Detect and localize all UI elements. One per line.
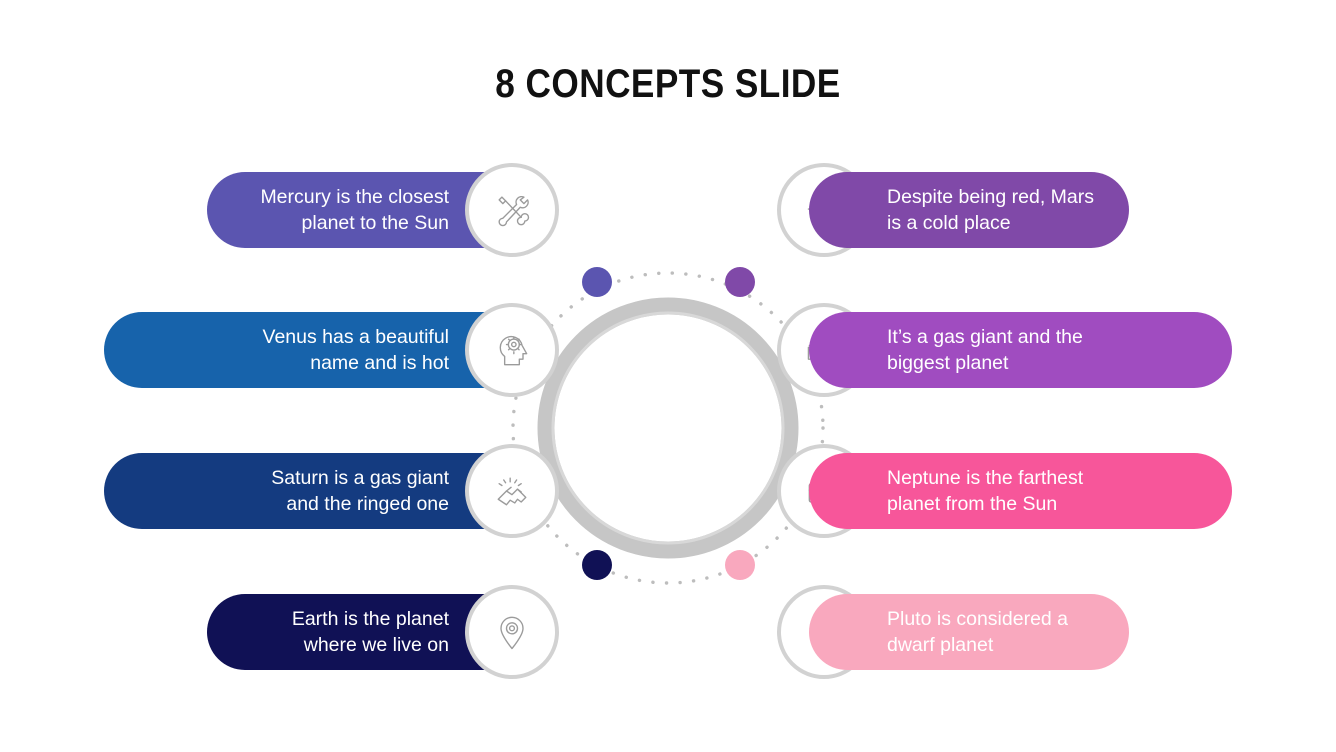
ring-arc-bottom-left xyxy=(537,427,669,559)
concept-pill-jupiter[interactable]: It’s a gas giant and the biggest planet xyxy=(809,312,1232,388)
concept-item-earth[interactable]: Earth is the planet where we live on xyxy=(207,585,559,679)
location-pin-icon xyxy=(500,616,524,650)
ring-highlight-bottom-left xyxy=(551,427,669,545)
center-ring-diagram xyxy=(498,258,838,598)
concept-label-neptune: Neptune is the farthest planet from the … xyxy=(887,467,1084,515)
concept-item-venus[interactable]: Venus has a beautiful name and is hot xyxy=(104,303,559,397)
ring-highlight-top-right xyxy=(667,311,785,429)
concept-pill-pluto[interactable]: Pluto is considered a dwarf planet xyxy=(809,594,1129,670)
concept-label-venus: Venus has a beautiful name and is hot xyxy=(262,326,449,374)
location-pin-icon-badge[interactable] xyxy=(465,585,559,679)
concept-pill-mars[interactable]: Despite being red, Mars is a cold place xyxy=(809,172,1129,248)
ring-arc-top-left xyxy=(537,297,669,429)
ring-highlight-bottom-right xyxy=(667,427,785,545)
ring-highlight-top-left xyxy=(551,311,669,429)
concept-item-neptune[interactable]: Neptune is the farthest planet from the … xyxy=(777,444,1232,538)
tools-icon xyxy=(498,195,530,227)
concept-pill-saturn[interactable]: Saturn is a gas giant and the ringed one xyxy=(104,453,527,529)
node-dot-pluto xyxy=(725,550,755,580)
concept-pill-neptune[interactable]: Neptune is the farthest planet from the … xyxy=(809,453,1232,529)
page-title: 8 CONCEPTS SLIDE xyxy=(495,62,841,106)
concept-label-pluto: Pluto is considered a dwarf planet xyxy=(887,608,1069,656)
concept-item-pluto[interactable]: Pluto is considered a dwarf planet xyxy=(777,585,1129,679)
ring-arc-top-right xyxy=(667,297,799,429)
concept-label-jupiter: It’s a gas giant and the biggest planet xyxy=(887,326,1083,374)
concept-label-earth: Earth is the planet where we live on xyxy=(291,608,449,656)
concept-label-mars: Despite being red, Mars is a cold place xyxy=(887,186,1095,234)
node-dot-mercury xyxy=(582,267,612,297)
handshake-icon-badge[interactable] xyxy=(465,444,559,538)
node-dot-earth xyxy=(582,550,612,580)
concept-item-jupiter[interactable]: It’s a gas giant and the biggest planet xyxy=(777,303,1232,397)
concept-label-saturn: Saturn is a gas giant and the ringed one xyxy=(271,467,449,515)
handshake-icon xyxy=(497,477,527,506)
head-gear-icon xyxy=(499,336,528,366)
concept-item-saturn[interactable]: Saturn is a gas giant and the ringed one xyxy=(104,444,559,538)
dotted-orbit-ring xyxy=(511,271,825,585)
head-gear-icon-badge[interactable] xyxy=(465,303,559,397)
node-dot-mars xyxy=(725,267,755,297)
ring-arc-bottom-right xyxy=(667,427,799,559)
concept-item-mars[interactable]: Despite being red, Mars is a cold place xyxy=(777,163,1129,257)
tools-icon-badge[interactable] xyxy=(465,163,559,257)
concept-pill-venus[interactable]: Venus has a beautiful name and is hot xyxy=(104,312,527,388)
concept-item-mercury[interactable]: Mercury is the closest planet to the Sun xyxy=(207,163,559,257)
concept-label-mercury: Mercury is the closest planet to the Sun xyxy=(260,186,449,234)
